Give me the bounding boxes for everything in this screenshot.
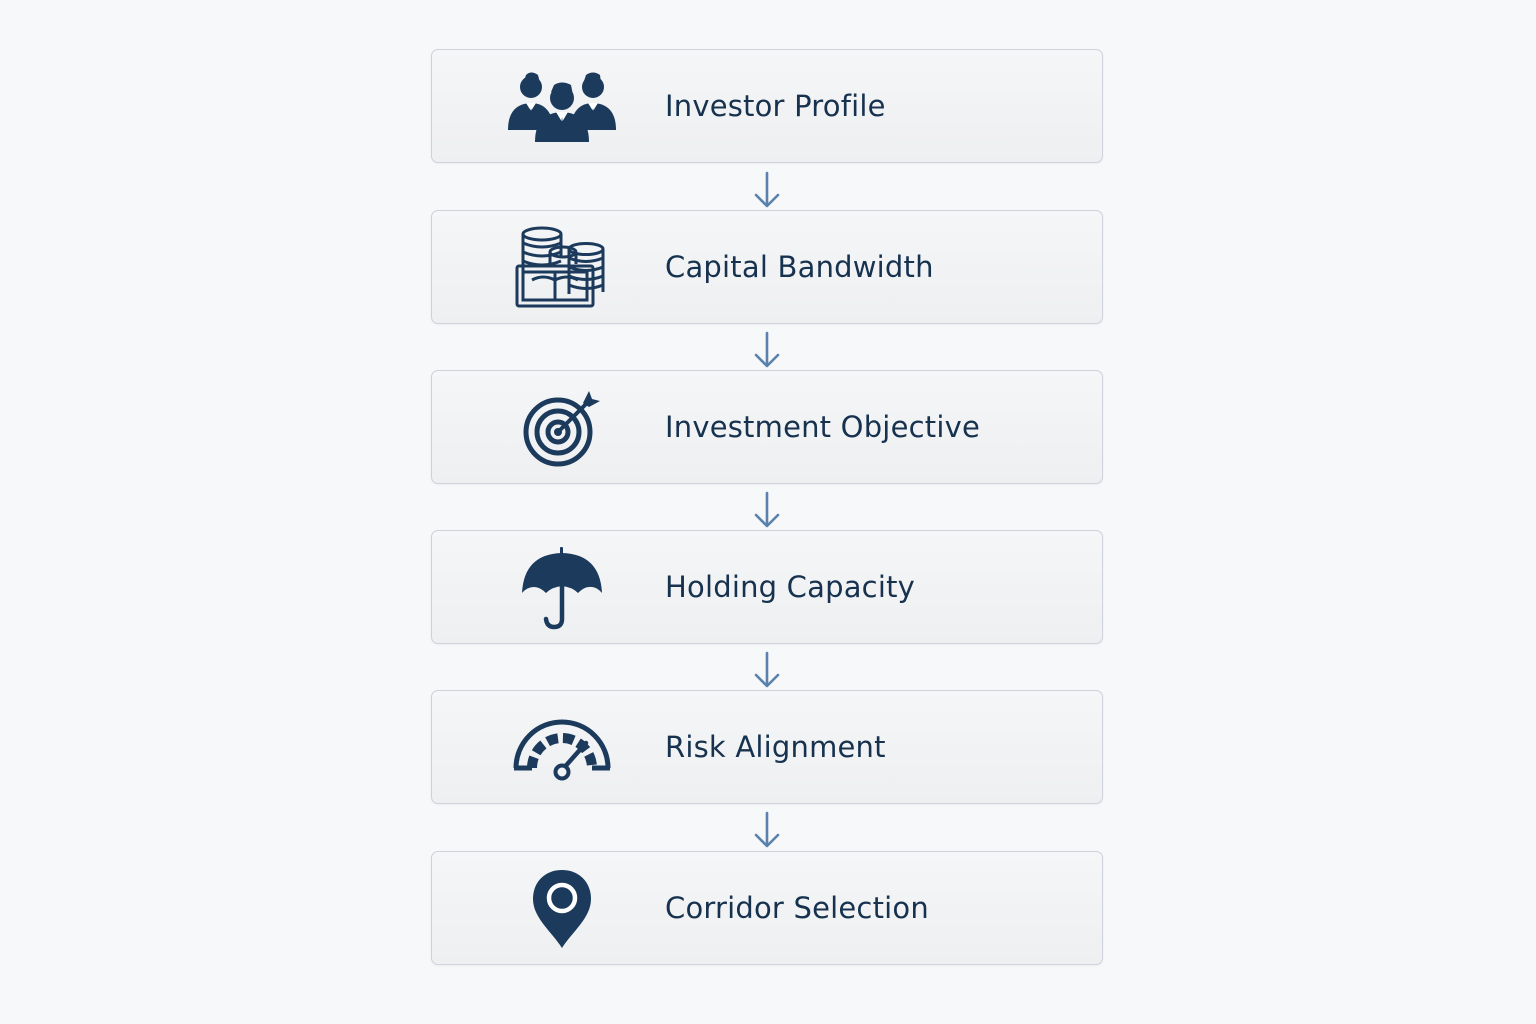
people-group-icon bbox=[502, 62, 622, 152]
down-arrow-icon bbox=[754, 331, 780, 368]
step-label: Risk Alignment bbox=[665, 730, 886, 764]
step-label: Investor Profile bbox=[665, 89, 886, 123]
step-label: Capital Bandwidth bbox=[665, 250, 934, 284]
step-label: Corridor Selection bbox=[665, 891, 929, 925]
step-holding-capacity: Holding Capacity bbox=[431, 530, 1103, 644]
step-label: Holding Capacity bbox=[665, 570, 916, 604]
down-arrow-icon bbox=[754, 171, 780, 208]
down-arrow-icon bbox=[754, 651, 780, 688]
gauge-meter-icon bbox=[502, 703, 622, 793]
umbrella-icon bbox=[502, 543, 622, 633]
step-label: Investment Objective bbox=[665, 410, 980, 444]
step-investor-profile: Investor Profile bbox=[431, 49, 1103, 163]
down-arrow-icon bbox=[754, 811, 780, 848]
target-arrow-icon bbox=[502, 383, 622, 473]
step-corridor-selection: Corridor Selection bbox=[431, 851, 1103, 965]
step-capital-bandwidth: Capital Bandwidth bbox=[431, 210, 1103, 324]
down-arrow-icon bbox=[754, 491, 780, 528]
step-risk-alignment: Risk Alignment bbox=[431, 690, 1103, 804]
coin-stacks-cash-icon bbox=[502, 223, 622, 313]
step-investment-objective: Investment Objective bbox=[431, 370, 1103, 484]
location-pin-icon bbox=[502, 864, 622, 954]
